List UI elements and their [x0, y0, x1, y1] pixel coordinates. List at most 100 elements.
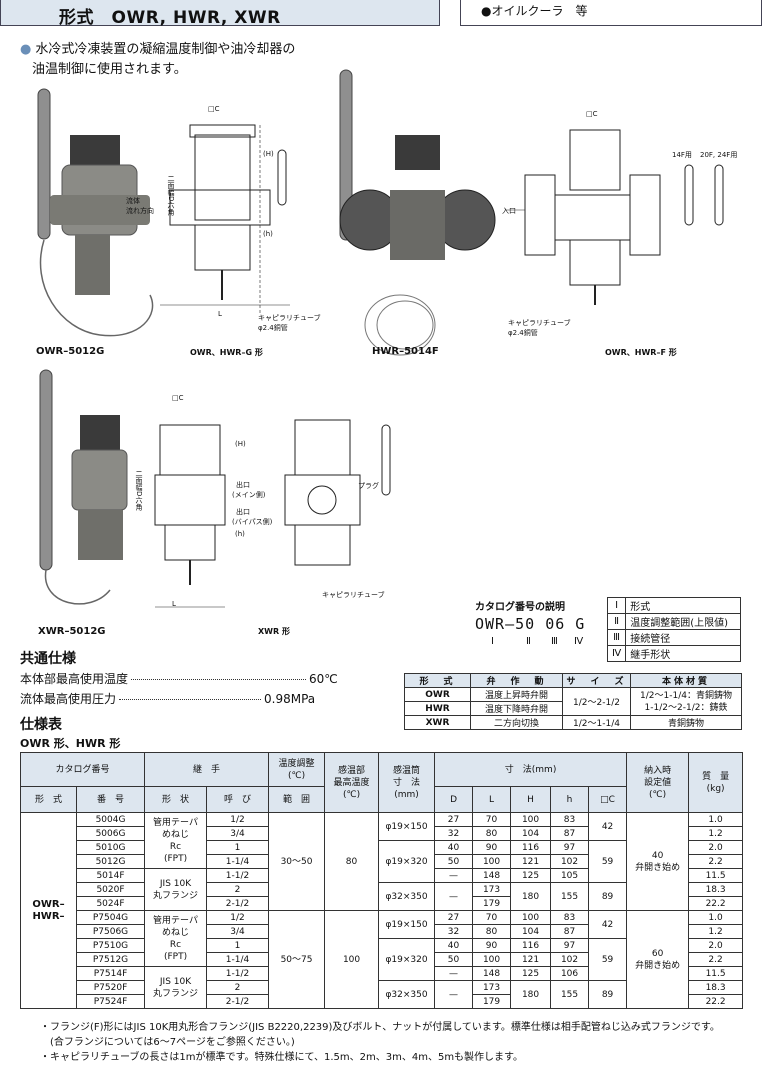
catalog-roman-4: Ⅳ: [574, 636, 584, 647]
f14-label: 14F用: [672, 151, 692, 159]
cell-d: 40: [434, 840, 474, 855]
cell-hh: 97: [550, 938, 590, 953]
plug-label: プラグ: [358, 482, 379, 490]
cell-mass: 2.0: [688, 938, 744, 953]
hdr-number: 番 号: [75, 786, 146, 813]
cell-call: 2-1/2: [206, 896, 270, 911]
spec-table-title: 仕様表: [20, 717, 62, 733]
cell-d: —: [434, 882, 474, 911]
legend-text: 形式: [625, 597, 741, 614]
cell-mass: 11.5: [688, 868, 744, 883]
legend-text: 継手形状: [625, 645, 741, 662]
mini-type: XWR: [404, 715, 471, 730]
xwr-drawing: [154, 419, 391, 608]
hdr-line: 寸 法: [393, 777, 421, 788]
cell-number: 5006G: [75, 826, 146, 841]
cell-number: P7510G: [75, 938, 146, 953]
cell-c: 89: [588, 882, 628, 911]
owr-g-hh-label: (h): [263, 230, 273, 238]
cell-call: 1: [206, 840, 270, 855]
legend-text: 温度調整範囲(上限値): [625, 613, 741, 630]
spec-dots: [131, 679, 307, 680]
legend-text: 接続管径: [625, 629, 741, 646]
cell-sensor-max: 100: [324, 910, 380, 1009]
cell-sensor-tube: φ19×320: [378, 840, 436, 883]
cell-sensor-tube: φ32×350: [378, 882, 436, 911]
cell-sensor-tube: φ19×150: [378, 910, 436, 939]
outlet-bypass-label: 出口: [236, 508, 250, 516]
mini-material-line: 1-1/2～2-1/2：鋳鉄: [644, 702, 728, 713]
hdr-shape: 形 状: [144, 786, 208, 813]
mini-material: 1/2～1-1/4：青銅鋳物 1-1/2～2-1/2：鋳鉄: [630, 687, 742, 716]
cell-h: 116: [510, 840, 552, 855]
cell-number: 5020F: [75, 882, 146, 897]
cell-l: 148: [472, 868, 512, 883]
cell-h: 121: [510, 952, 552, 967]
legend-roman: Ⅳ: [606, 645, 627, 662]
outlet-main-label: 出口: [236, 481, 250, 489]
cell-l: 80: [472, 924, 512, 939]
owr-g-l-label: L: [218, 310, 222, 318]
spec-max-pressure-value: 0.98MPa: [264, 692, 316, 706]
cell-hh: 102: [550, 952, 590, 967]
cell-l: 80: [472, 826, 512, 841]
cell-number: P7512G: [75, 952, 146, 967]
cell-l: 100: [472, 854, 512, 869]
cell-number: 5010G: [75, 840, 146, 855]
cell-sensor-tube: φ32×350: [378, 980, 436, 1009]
hdr-delivery: 納入時設定値(℃): [626, 752, 690, 813]
owr-photo-caption: OWR–5012G: [36, 346, 105, 357]
xwr-hh-label: (h): [235, 530, 245, 538]
type-summary-table: 形 式 弁 作 動 サ イ ズ 本体材質 OWR 温度上昇時弁開 1/2～2-1…: [404, 673, 742, 730]
hdr-line: 設定値: [644, 777, 672, 788]
catalog-roman-1: Ⅰ: [491, 636, 494, 647]
owr-f-drawing: [505, 129, 724, 305]
footnote-1b: (合フランジについては6～7ページをご参照ください。): [50, 1037, 295, 1048]
spec-max-temp-label: 本体部最高使用温度: [20, 672, 129, 686]
hdr-line: 納入時: [644, 765, 672, 776]
cell-h: 104: [510, 924, 552, 939]
cell-call: 3/4: [206, 826, 270, 841]
cell-sensor-tube: φ19×320: [378, 938, 436, 981]
cell-hh: 87: [550, 924, 590, 939]
hdr-l: L: [472, 786, 512, 813]
header-application-box: ●オイルクーラ 等: [460, 0, 762, 26]
cell-h: 104: [510, 826, 552, 841]
outlet-bypass-side-label: (バイパス側): [232, 518, 273, 526]
intro-text: ●水冷式冷凍装置の凝縮温度制御や油冷却器の 油温制御に使用されます。: [20, 40, 295, 80]
mini-action: 温度下降時弁開: [470, 701, 563, 716]
hdr-line: 最高温度: [333, 777, 370, 788]
hdr-line: (mm): [394, 789, 419, 800]
xwr-cap-label: キャピラリチューブ: [322, 591, 385, 599]
catalog-roman-2: Ⅱ: [526, 636, 531, 647]
hdr-temp-adjust: 温度調整(℃): [268, 752, 326, 787]
owr-f-c-label: □C: [586, 110, 598, 118]
bullet-icon: ●: [20, 42, 32, 57]
hdr-range: 範 囲: [268, 786, 326, 813]
common-spec-title: 共通仕様: [20, 651, 76, 667]
cell-number: P7514F: [75, 966, 146, 981]
cell-h: 121: [510, 854, 552, 869]
mini-size: 1/2～2-1/2: [562, 687, 631, 716]
cell-c: 89: [588, 980, 628, 1009]
cell-number: 5004G: [75, 812, 146, 827]
cell-l: 90: [472, 840, 512, 855]
cell-d: —: [434, 966, 474, 981]
cell-h: 180: [510, 882, 552, 911]
cell-d: 27: [434, 910, 474, 925]
hdr-temp-unit: (℃): [287, 770, 306, 781]
cell-call: 2: [206, 980, 270, 995]
cell-mass: 2.2: [688, 952, 744, 967]
cell-hh: 83: [550, 812, 590, 827]
cell-d: 40: [434, 938, 474, 953]
